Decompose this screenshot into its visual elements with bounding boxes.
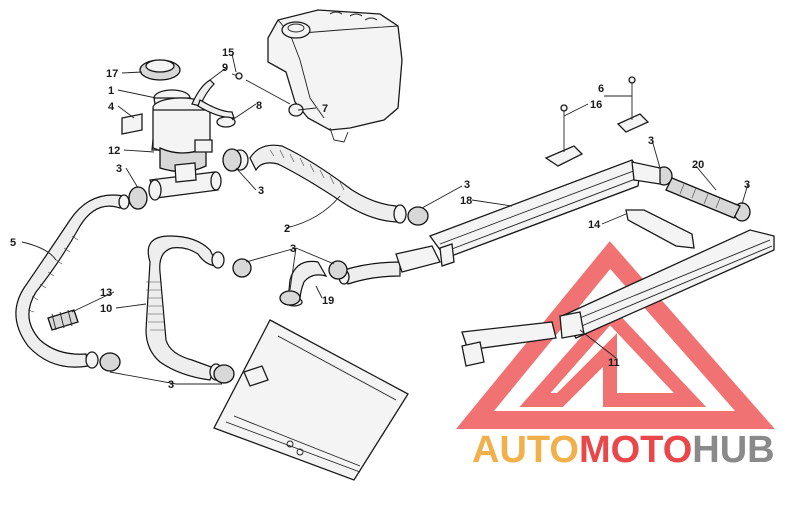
callout-15: 15: [222, 47, 234, 59]
callout-3: 3: [464, 179, 470, 191]
callout-3: 3: [168, 379, 174, 391]
lower-shroud-plate: [213, 319, 409, 481]
callout-18: 18: [460, 195, 472, 207]
callout-4: 4: [108, 101, 115, 113]
hose-clip: [47, 309, 79, 331]
bellows-hose: [145, 235, 225, 381]
callout-16: 16: [590, 99, 602, 111]
callout-8: 8: [256, 100, 262, 112]
mount-16: [544, 104, 584, 167]
callout-14: 14: [588, 219, 601, 231]
callout-19: 19: [322, 295, 334, 307]
callout-20: 20: [692, 159, 704, 171]
mount-6: [616, 76, 650, 133]
callout-7: 7: [322, 103, 328, 115]
bracket-14: [625, 209, 695, 249]
callout-11: 11: [608, 357, 620, 369]
callout-3: 3: [290, 243, 296, 255]
radiator-cap: [139, 59, 181, 81]
callout-9: 9: [222, 62, 228, 74]
lower-rail: [461, 229, 775, 367]
watermark-text: AUTOMOTOHUB: [472, 429, 775, 471]
expansion-bottle: [151, 89, 213, 173]
callout-17: 17: [106, 68, 118, 80]
callout-3: 3: [744, 179, 750, 191]
watermark-auto: AUTO: [472, 429, 579, 471]
decal-4: [121, 113, 143, 135]
left-long-hose: [15, 194, 130, 369]
callout-labels: 17 1 4 12 3 15 9 8 7 3 2 5 13 10 3 3 19 …: [10, 47, 750, 391]
hose-center: [338, 261, 401, 285]
hose-clamps: [99, 148, 751, 384]
callout-3: 3: [648, 135, 654, 147]
callout-6: 6: [598, 83, 604, 95]
coolant-tank: [267, 9, 403, 143]
callout-1: 1: [108, 85, 114, 97]
callout-13: 13: [100, 287, 112, 299]
callout-10: 10: [100, 303, 112, 315]
callout-5: 5: [10, 237, 16, 249]
watermark-moto: MOTO: [579, 429, 692, 471]
callout-12: 12: [108, 145, 120, 157]
callout-3: 3: [116, 163, 122, 175]
callout-2: 2: [284, 223, 290, 235]
tee-fitting: [148, 162, 222, 201]
overflow-hose: [191, 72, 304, 128]
watermark-hub: HUB: [692, 429, 774, 471]
leader-lines: [21, 53, 749, 385]
callout-3: 3: [258, 185, 264, 197]
cross-tube: [631, 161, 741, 219]
svg-text:AUTOMOTOHUB: AUTOMOTOHUB: [472, 429, 775, 471]
